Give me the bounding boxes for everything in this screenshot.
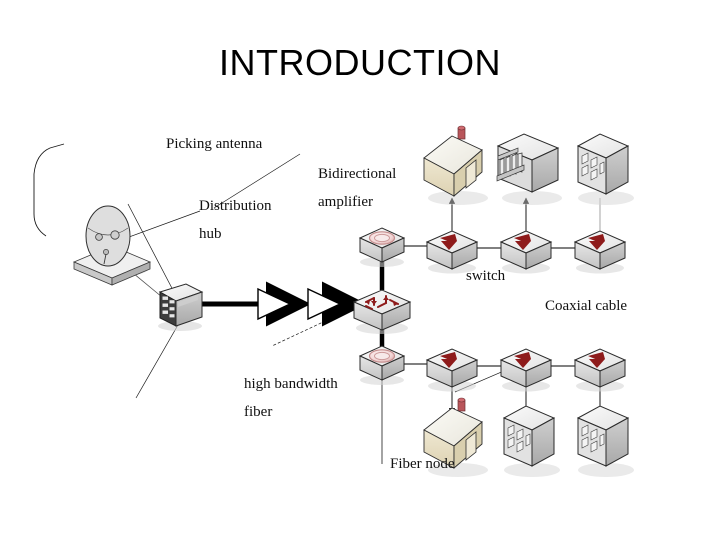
hub-port-grid [162, 296, 175, 318]
label-distribution-hub-line2: hub [199, 226, 222, 242]
dish-mount [103, 249, 109, 255]
core-switch-arrowheads [366, 296, 398, 306]
sw-b2-right [525, 359, 552, 388]
house-bottom-door [465, 431, 477, 461]
label-bidirectional-amplifier-line1: Bidirectional [318, 166, 397, 182]
sw-t1-right [451, 241, 478, 270]
sw-t2-right [525, 241, 552, 270]
bank-steps [496, 164, 525, 182]
label-fiber-node: Fiber node [390, 456, 455, 472]
switch-bottom-1[interactable] [425, 348, 479, 392]
amp-top-right [381, 237, 405, 263]
switch-top-3[interactable] [573, 230, 627, 274]
switch-bottom-2[interactable] [499, 348, 553, 392]
diagram-svg [33, 125, 634, 477]
label-coaxial-cable: Coaxial cable [545, 298, 628, 314]
sw-b2-arrow [514, 352, 531, 368]
sw-t3-arrow [588, 234, 605, 250]
house-top-door [465, 159, 477, 189]
leader-high-bandwidth-fiber [135, 317, 183, 399]
dish-contour [87, 227, 129, 236]
bank-building-icon[interactable] [496, 133, 562, 205]
bidirectional-amplifier-node[interactable] [358, 227, 406, 267]
house-top-icon[interactable] [423, 125, 488, 205]
sw-t1-arrow [440, 234, 457, 250]
sw-b3-right [599, 359, 626, 388]
office-top-windows [581, 152, 605, 181]
fiber-node-amplifier[interactable] [358, 345, 406, 385]
sw-b3-arrow [588, 352, 605, 368]
office-b2-shadow [504, 463, 560, 477]
label-bidirectional-amplifier-line2: amplifier [318, 194, 373, 210]
switch-top-1[interactable] [425, 230, 479, 274]
house-top-shadow [428, 191, 488, 205]
office-top-shadow [578, 191, 634, 205]
dish-feed-b [110, 230, 120, 240]
amp-bot-right [381, 355, 405, 381]
label-high-bandwidth-fiber-line1: high bandwidth [244, 376, 338, 392]
leader-picking-antenna-2 [117, 210, 201, 242]
label-high-bandwidth-fiber-line2: fiber [244, 404, 273, 420]
distribution-hub-node[interactable] [158, 283, 204, 331]
amp1-triangle [257, 287, 292, 321]
bank-shadow [502, 191, 562, 205]
dish-reflector [85, 205, 131, 267]
office-top-face-right [605, 145, 629, 195]
office-b3-shadow [578, 463, 634, 477]
switch-bottom-3[interactable] [573, 348, 627, 392]
bank-face-right [531, 147, 559, 193]
label-distribution-hub-line1: Distribution [199, 198, 272, 214]
leader-distribution-hub [127, 203, 176, 295]
sw-b1-right [451, 359, 478, 388]
hub-side-vent [178, 295, 198, 307]
bank-pediment [497, 147, 519, 161]
sw-b1-arrow [440, 352, 457, 368]
office-b3-face-right [605, 417, 629, 467]
amp-top-ring-inner [374, 233, 390, 243]
dish-platform-right [111, 261, 151, 286]
sw-t3-right [599, 241, 626, 270]
office-b2-face-right [531, 417, 555, 467]
office-building-bottom-3-icon[interactable] [576, 405, 634, 477]
house-bottom-icon[interactable] [423, 397, 488, 477]
dish-post [103, 253, 107, 265]
label-switch: switch [466, 268, 506, 284]
sw-t2-arrow [514, 234, 531, 250]
office-b3-windows [581, 424, 605, 453]
core-switch-right [381, 301, 411, 331]
amplifier-1[interactable] [257, 287, 292, 321]
office-b2-windows [507, 424, 531, 453]
network-diagram: Picking antenna Distribution hub Bidirec… [0, 96, 720, 496]
office-building-bottom-2-icon[interactable] [502, 405, 560, 477]
amp2-triangle [307, 287, 342, 321]
amp-bot-ring-inner [374, 351, 390, 361]
leader-picking-antenna [33, 143, 65, 237]
page-title: INTRODUCTION [219, 42, 501, 83]
office-building-top-icon[interactable] [576, 133, 634, 205]
amplifier-2[interactable] [307, 287, 342, 321]
leader-bidirectional-amplifier [213, 153, 301, 209]
house-top-chimney-cap [457, 125, 466, 131]
picking-antenna-node[interactable] [72, 205, 152, 286]
switch-top-2[interactable] [499, 230, 553, 274]
hub-shadow [158, 321, 202, 331]
core-switch-node[interactable] [352, 289, 412, 334]
leader-lines [33, 143, 521, 464]
dish-feed-a [95, 233, 103, 241]
label-picking-antenna: Picking antenna [166, 136, 263, 152]
house-bottom-shadow [428, 463, 488, 477]
house-bottom-chimney-cap [457, 397, 466, 403]
